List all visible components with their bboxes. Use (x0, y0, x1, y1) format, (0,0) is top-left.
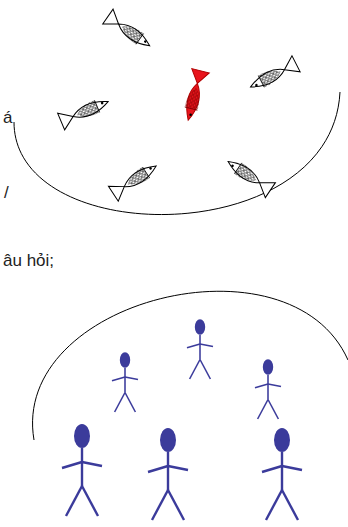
large-person (262, 428, 302, 520)
small-person (255, 359, 281, 419)
small-person (187, 319, 213, 379)
label-text: âu hỏi; (3, 251, 54, 271)
large-person (62, 424, 102, 516)
fish (103, 9, 155, 53)
fish (247, 56, 301, 95)
fish (58, 93, 112, 129)
fish-pond-outline (14, 92, 340, 215)
label-text: / (4, 183, 9, 203)
label-text: á (3, 108, 12, 128)
large-person (148, 428, 188, 520)
fish (223, 154, 275, 197)
people-group-outline (33, 291, 348, 440)
small-person (112, 352, 138, 412)
fish (108, 158, 161, 201)
red-fish (179, 69, 209, 123)
